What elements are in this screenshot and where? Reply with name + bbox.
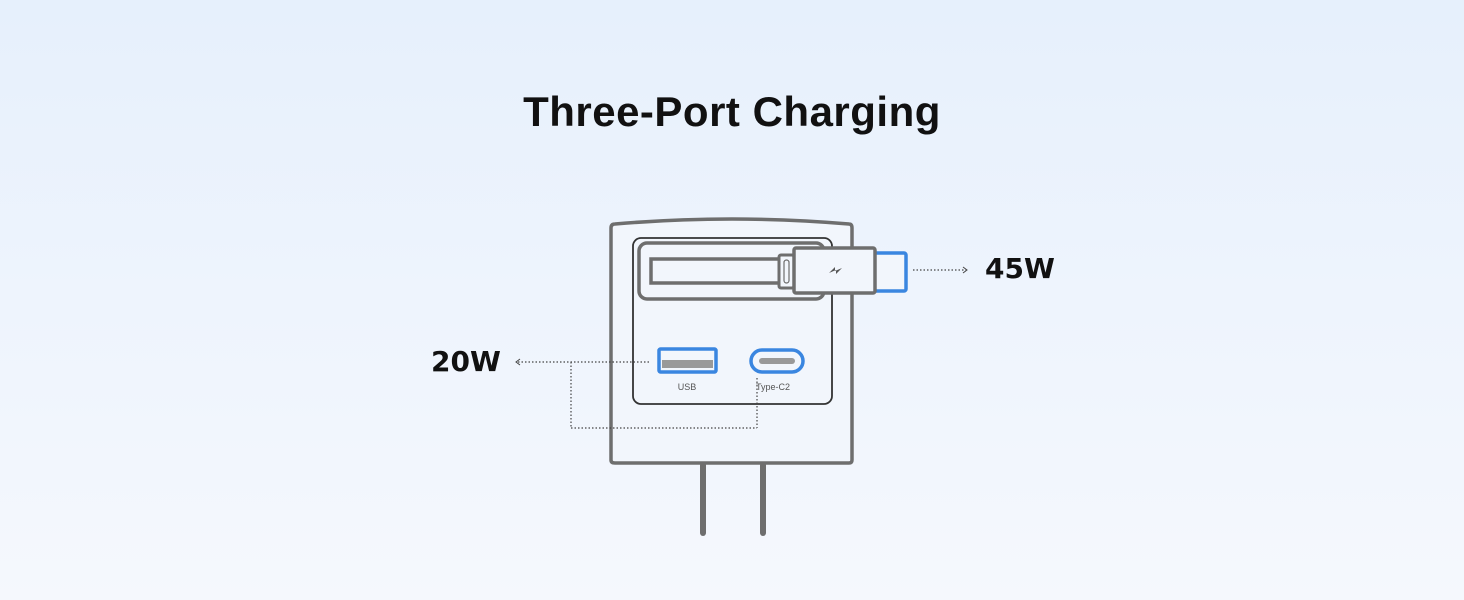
plug-prong-right: [760, 462, 766, 536]
connector-pin: [783, 259, 790, 284]
usb-c-plug-blue-tip: [871, 251, 908, 293]
power-label-45w: 45W: [985, 252, 1055, 285]
front-panel: [632, 237, 833, 405]
usb-a-port-tongue: [662, 360, 713, 368]
usb-c-port-tongue: [759, 358, 795, 364]
page-title: Three-Port Charging: [523, 88, 941, 135]
arrow-icon: [962, 266, 968, 274]
usb-port-label: USB: [678, 382, 697, 392]
type-c2-port-label: Type-C2: [756, 382, 790, 392]
arrow-icon: [515, 358, 521, 366]
leader-lines-20w: [518, 361, 758, 429]
power-label-20w: 20W: [431, 345, 501, 378]
plug-prong-left: [700, 462, 706, 536]
lightning-icon: [829, 267, 842, 274]
